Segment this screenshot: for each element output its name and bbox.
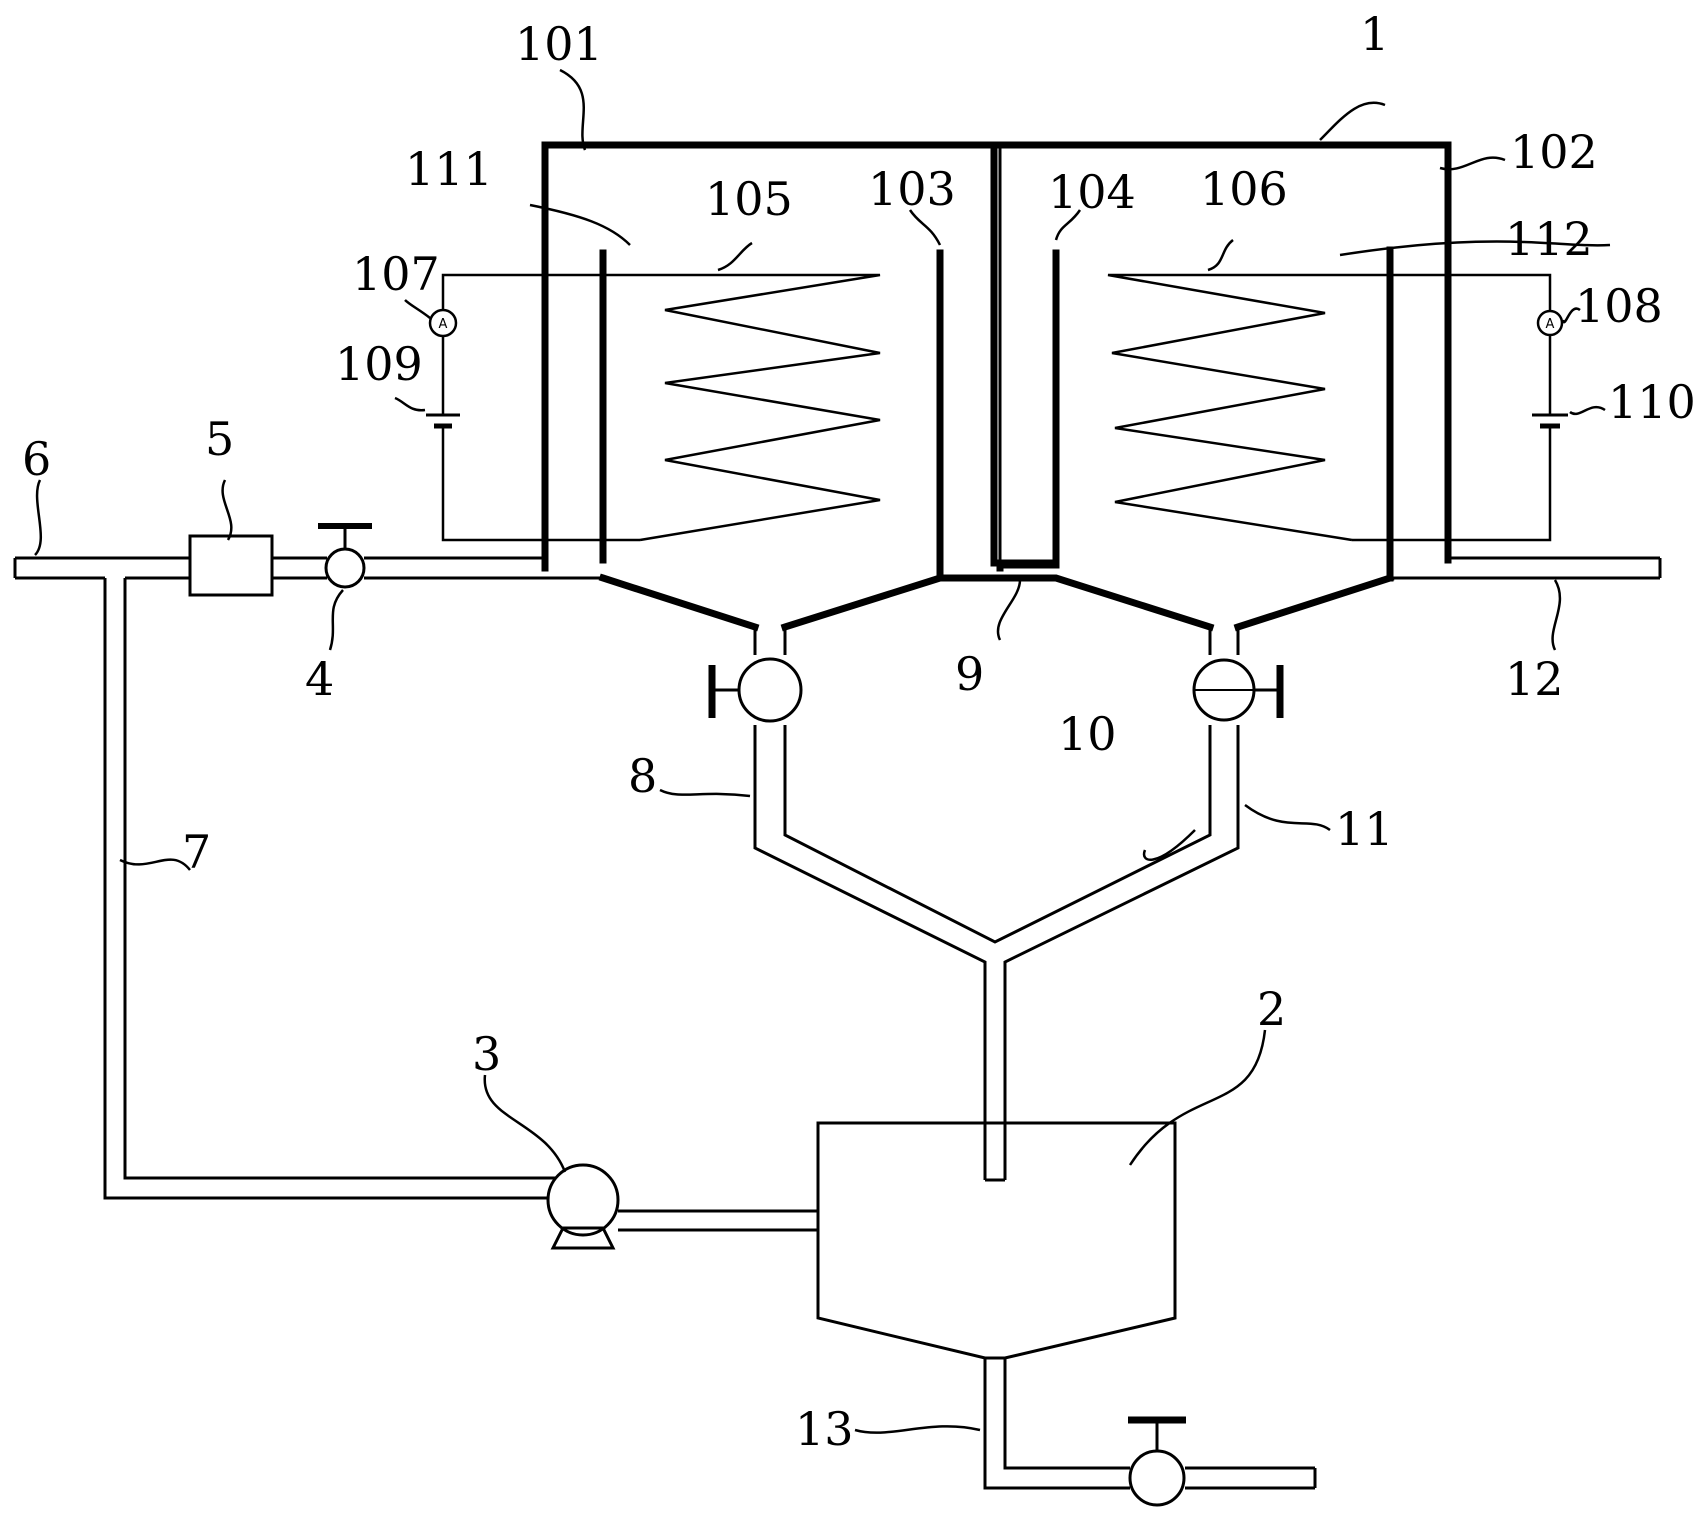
label-105: 105 xyxy=(705,172,793,226)
label-10: 10 xyxy=(1058,707,1117,761)
label-107: 107 xyxy=(352,247,440,301)
return-pipe-7-inner xyxy=(123,578,563,1180)
label-108: 108 xyxy=(1575,279,1663,333)
label-13: 13 xyxy=(795,1402,854,1456)
coil-105 xyxy=(639,273,881,542)
label-106: 106 xyxy=(1200,162,1288,216)
valve-4[interactable] xyxy=(318,523,372,589)
label-11: 11 xyxy=(1335,802,1394,856)
electrodes xyxy=(599,145,1394,582)
label-8: 8 xyxy=(628,749,657,803)
ammeter-108-symbol: A xyxy=(1546,317,1555,332)
valve-8[interactable] xyxy=(708,657,803,723)
label-3: 3 xyxy=(472,1027,501,1081)
label-2: 2 xyxy=(1257,982,1286,1036)
pump-3[interactable] xyxy=(546,1163,620,1250)
label-4: 4 xyxy=(305,652,334,706)
label-112: 112 xyxy=(1505,212,1593,266)
label-102: 102 xyxy=(1510,125,1598,179)
inlet-pipe-6 xyxy=(13,523,603,597)
valve-10[interactable] xyxy=(1192,658,1284,722)
coil-106 xyxy=(1107,273,1353,542)
label-101: 101 xyxy=(515,17,603,71)
label-103: 103 xyxy=(868,162,956,216)
label-110: 110 xyxy=(1608,375,1694,429)
label-109: 109 xyxy=(335,337,423,391)
label-5: 5 xyxy=(205,412,234,466)
filter-5 xyxy=(188,534,274,597)
valve-13[interactable] xyxy=(1128,1416,1186,1507)
tank-bottom xyxy=(598,573,1395,632)
label-7: 7 xyxy=(182,825,211,879)
drain-pipe-13 xyxy=(983,1358,1317,1490)
leader-lines xyxy=(34,68,1611,1434)
ammeter-107-symbol: A xyxy=(439,317,448,332)
labels: 1 101 102 111 105 103 104 106 112 107 10… xyxy=(22,7,1694,1456)
label-9: 9 xyxy=(955,647,984,701)
label-104: 104 xyxy=(1048,165,1136,219)
tank-2 xyxy=(816,962,1177,1360)
label-1: 1 xyxy=(1360,7,1389,61)
label-12: 12 xyxy=(1505,652,1564,706)
left-circuit: A xyxy=(426,273,720,542)
right-circuit: A xyxy=(1220,273,1568,542)
pipe-8 xyxy=(753,627,1212,1180)
label-6: 6 xyxy=(22,432,51,486)
return-pipe-7-outer xyxy=(103,578,553,1200)
label-111: 111 xyxy=(405,142,493,196)
tank-1 xyxy=(541,141,1452,572)
outlet-pipe-12 xyxy=(1390,556,1662,580)
